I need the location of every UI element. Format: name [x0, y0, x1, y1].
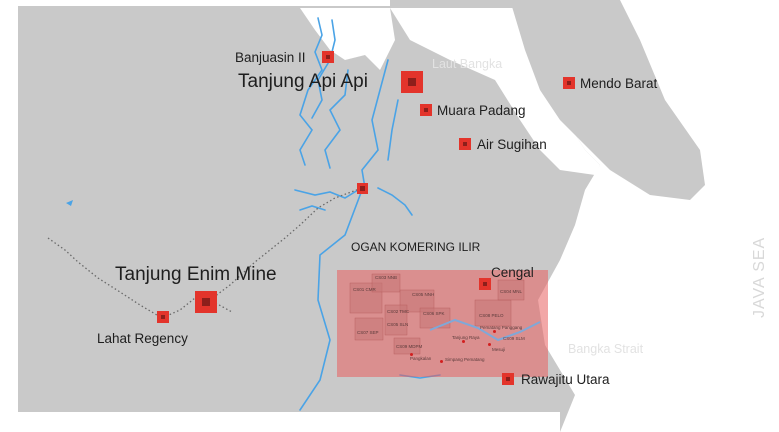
concession-label: CS05 NNH [412, 292, 435, 297]
marker-banjuasin[interactable] [322, 51, 334, 63]
marker-tanjung-enim-mine[interactable] [195, 291, 217, 313]
label-rawajitu-utara: Rawajitu Utara [521, 372, 610, 387]
concession-label: CS09 MDPM [396, 344, 423, 349]
marker-cengal[interactable] [479, 278, 491, 290]
marker-lahat-regency[interactable] [157, 311, 169, 323]
label-bangka-strait: Bangka Strait [568, 342, 644, 356]
concession-label: CS02 TMC [387, 309, 410, 314]
concession-blocks [349, 273, 525, 355]
label-air-sugihan: Air Sugihan [477, 137, 547, 152]
marker-air-sugihan[interactable] [459, 138, 471, 150]
settlement-dot [462, 340, 465, 343]
concession-label: CS03 NNB [375, 275, 398, 280]
settlement-dot [410, 353, 413, 356]
settlement-label: Pematang Panggang [480, 325, 523, 330]
settlement-label: Tanjung Raya [452, 335, 480, 340]
label-banjuasin: Banjuasin II [235, 50, 306, 65]
label-tanjung-enim-mine: Tanjung Enim Mine [115, 264, 277, 285]
settlement-dot [493, 330, 496, 333]
label-lahat-regency: Lahat Regency [97, 331, 188, 346]
marker-mendo-barat[interactable] [563, 77, 575, 89]
settlement-label: Mesuji [492, 347, 506, 352]
boundary-lines [47, 187, 363, 319]
map-left-margin [0, 0, 18, 432]
river-network [294, 17, 441, 411]
concession-label: CS07 SEP [357, 330, 379, 335]
concession-label: CS08 PELO [479, 313, 504, 318]
marker-rawajitu-utara[interactable] [502, 373, 514, 385]
concession-label: CS04 MNL [500, 289, 523, 294]
map-bottom-margin [0, 412, 560, 432]
concession-river [429, 318, 541, 342]
settlement-label: Simpang Pematang [445, 357, 485, 362]
bay-water [300, 8, 395, 70]
label-tanjung-api-api: Tanjung Api Api [238, 71, 368, 92]
concession-label: CS06 SPK [423, 311, 445, 316]
label-cengal: Cengal [491, 265, 534, 280]
marker-muara-padang[interactable] [420, 104, 432, 116]
map-top-margin [0, 0, 390, 6]
label-mendo-barat: Mendo Barat [580, 76, 658, 91]
settlement-label: Pangkalan [410, 356, 432, 361]
concession-label: CS01 CMR [353, 287, 376, 292]
settlement-dot [440, 360, 443, 363]
label-muara-padang: Muara Padang [437, 103, 526, 118]
settlement-dot [488, 343, 491, 346]
small-lake [66, 200, 73, 206]
bangka-island [510, 0, 705, 200]
marker-tanjung-api-api[interactable] [401, 71, 423, 93]
label-laut-bangka: Laut Bangka [432, 57, 503, 71]
label-java-sea: JAVA SEA [751, 236, 768, 318]
label-ogan-komering-ilir: OGAN KOMERING ILIR [351, 240, 481, 254]
marker-river-junction[interactable] [357, 183, 368, 194]
concession-label: CS05 SLN [387, 322, 409, 327]
concession-label: CS09 SLM [503, 336, 525, 341]
